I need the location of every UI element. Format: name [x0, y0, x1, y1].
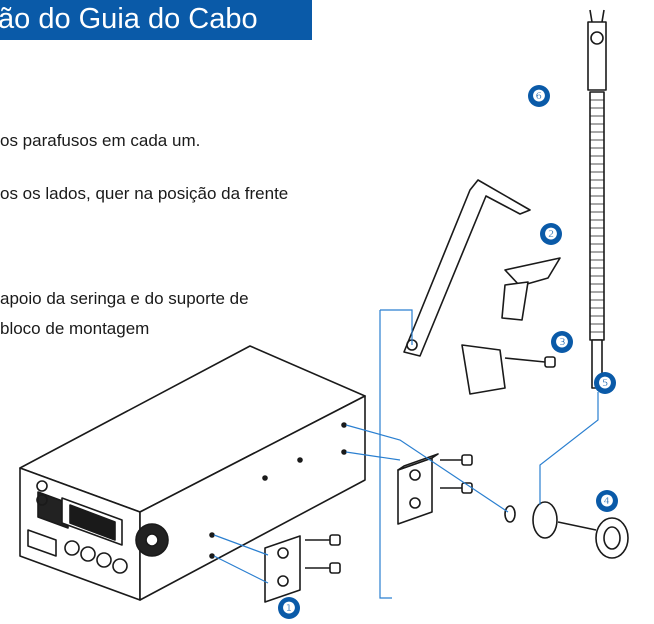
control-unit-drawing: [19, 345, 366, 601]
clamp-drawing: [461, 344, 556, 395]
mounting-block-lower-drawing: [264, 535, 301, 603]
instruction-line-2: os os lados, quer na posição da frente: [0, 184, 289, 203]
section-title-bar: ão do Guia do Cabo: [0, 0, 312, 40]
syringe-holder-drawing: [501, 257, 561, 321]
callout-3: ❸: [551, 331, 573, 353]
gooseneck-ribs: [590, 99, 604, 333]
instruction-line-3: apoio da seringa e do suporte de: [0, 289, 249, 308]
callout-1: ❶: [278, 597, 300, 619]
instruction-line-4: bloco de montagem: [0, 319, 150, 338]
mounting-block-upper-drawing: [397, 453, 439, 525]
callout-2: ❷: [540, 223, 562, 245]
callout-6: ❻: [528, 85, 550, 107]
gooseneck-drawing: [587, 9, 607, 389]
callout-5: ❺: [594, 372, 616, 394]
callout-4: ❹: [596, 490, 618, 512]
instruction-line-1: os parafusos em cada um.: [0, 131, 201, 150]
leader-lines: [213, 309, 599, 599]
section-title: ão do Guia do Cabo: [0, 3, 258, 35]
